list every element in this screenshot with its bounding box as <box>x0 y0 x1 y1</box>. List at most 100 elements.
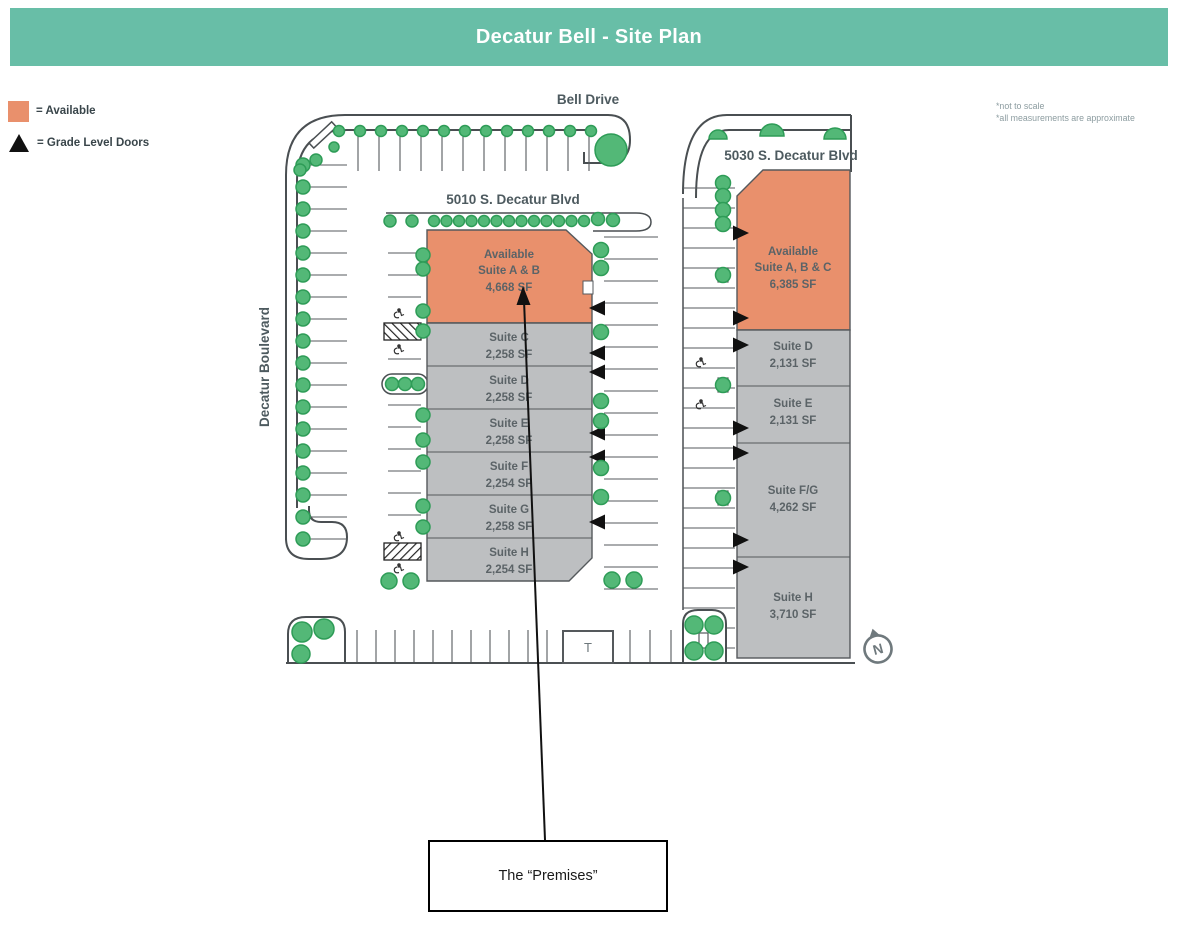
right-building-suite-labels: Available Suite A, B & C 6,385 SF Suite … <box>755 246 832 621</box>
tree-icon <box>452 214 466 228</box>
left-suite-f-name: Suite F <box>490 461 528 473</box>
left-suite-h-sf: 2,254 SF <box>486 564 533 576</box>
bush-icon <box>823 127 847 140</box>
tree-icon <box>625 571 643 589</box>
available-color-swatch <box>8 100 29 122</box>
left-suite-d-name: Suite D <box>489 375 529 387</box>
corner-stripe <box>307 120 338 150</box>
tree-icon <box>500 124 514 138</box>
tree-icon <box>714 266 732 284</box>
grade-door-triangle-icon <box>9 134 29 152</box>
tree-icon <box>415 247 431 263</box>
left-suite-c-name: Suite C <box>489 332 529 344</box>
tree-icon <box>295 421 311 437</box>
tree-icon <box>295 289 311 305</box>
premises-arrow <box>516 286 546 841</box>
tree-icon <box>410 376 426 392</box>
tree-icon <box>704 615 724 635</box>
tree-icon <box>291 644 311 664</box>
tree-icon <box>402 572 420 590</box>
tree-icon <box>293 163 307 177</box>
address-5030-label: 5030 S. Decatur Blvd <box>724 148 858 163</box>
grade-door-icon <box>733 310 749 326</box>
tree-icon <box>592 392 610 410</box>
right-suite-h-sf: 3,710 SF <box>770 609 817 621</box>
tree-icon <box>295 311 311 327</box>
tree-icon <box>479 124 493 138</box>
tree-icon <box>353 124 367 138</box>
tree-icon <box>552 214 566 228</box>
grade-door-icon <box>733 559 749 575</box>
tree-icon <box>714 215 732 233</box>
parking-stall-lines <box>308 132 735 662</box>
right-suite-d-sf: 2,131 SF <box>770 358 817 370</box>
tree-icon <box>415 407 431 423</box>
left-parcel-turnaround <box>285 506 349 560</box>
left-available-line1: Available <box>484 249 534 261</box>
tree-icon <box>521 124 535 138</box>
tree-icon <box>592 412 610 430</box>
tree-icon <box>295 267 311 283</box>
left-suite-g-sf: 2,258 SF <box>486 521 533 533</box>
tree-icon <box>295 245 311 261</box>
hatch-area-lower <box>383 542 422 561</box>
accessible-parking-icon <box>393 308 405 319</box>
tree-icon <box>295 355 311 371</box>
bush-icon <box>759 123 785 137</box>
tree-icon <box>584 124 598 138</box>
tree-icon <box>527 214 541 228</box>
bush-icon <box>708 129 728 140</box>
tree-icon <box>295 179 311 195</box>
tree-island-strip <box>386 212 652 232</box>
tree-icon <box>515 214 528 228</box>
legend-grade-doors-label: = Grade Level Doors <box>37 137 150 149</box>
right-suite-fg-sf: 4,262 SF <box>770 502 817 514</box>
tree-icon <box>291 621 313 643</box>
tree-icon <box>295 399 311 415</box>
tree-icon <box>295 465 311 481</box>
tree-icon <box>427 214 441 228</box>
tree-icon <box>415 323 431 339</box>
note-approximate: *all measurements are approximate <box>996 112 1135 123</box>
tree-icon <box>416 124 430 138</box>
tree-icon <box>309 153 323 167</box>
tree-icon <box>328 141 340 153</box>
left-available-sf: 4,668 SF <box>486 282 533 294</box>
tree-icon <box>405 214 419 228</box>
title-bar: Decatur Bell - Site Plan <box>10 8 1168 66</box>
tree-icon <box>592 488 610 506</box>
right-parcel-inner-curb <box>695 129 851 199</box>
left-suite-h-name: Suite H <box>489 547 529 559</box>
left-suite-e-name: Suite E <box>490 418 529 430</box>
legend-grade-doors: = Grade Level Doors <box>8 132 149 154</box>
tree-icon <box>542 124 556 138</box>
legend: = Available = Grade Level Doors <box>8 100 149 164</box>
left-suite-f-sf: 2,254 SF <box>486 478 533 490</box>
tree-icon <box>592 241 610 259</box>
note-not-to-scale: *not to scale <box>996 101 1045 111</box>
accessible-parking-icon <box>695 399 707 410</box>
north-arrow-icon: N <box>863 628 893 664</box>
right-suite-h-name: Suite H <box>773 592 813 604</box>
accessible-parking-icon <box>393 344 405 355</box>
tree-icon <box>295 377 311 393</box>
tree-icon <box>313 618 335 640</box>
tree-icon <box>704 641 724 661</box>
trash-enclosure-label: T <box>584 640 592 655</box>
grade-door-icon <box>733 420 749 436</box>
tree-icon <box>603 571 621 589</box>
right-suite-e-name: Suite E <box>774 398 813 410</box>
legend-available: = Available <box>8 100 149 122</box>
right-available-sf: 6,385 SF <box>770 279 817 291</box>
page-title: Decatur Bell - Site Plan <box>475 25 703 48</box>
grade-door-icon <box>589 514 605 530</box>
tree-icon <box>605 212 621 228</box>
tree-icon <box>465 214 478 228</box>
tree-icon <box>440 214 453 228</box>
tree-icon <box>415 432 431 448</box>
grade-door-icon <box>733 445 749 461</box>
accessible-parking-icon <box>695 357 707 368</box>
tree-icon <box>295 443 311 459</box>
tree-icon <box>477 214 491 228</box>
tree-icon <box>592 459 610 477</box>
